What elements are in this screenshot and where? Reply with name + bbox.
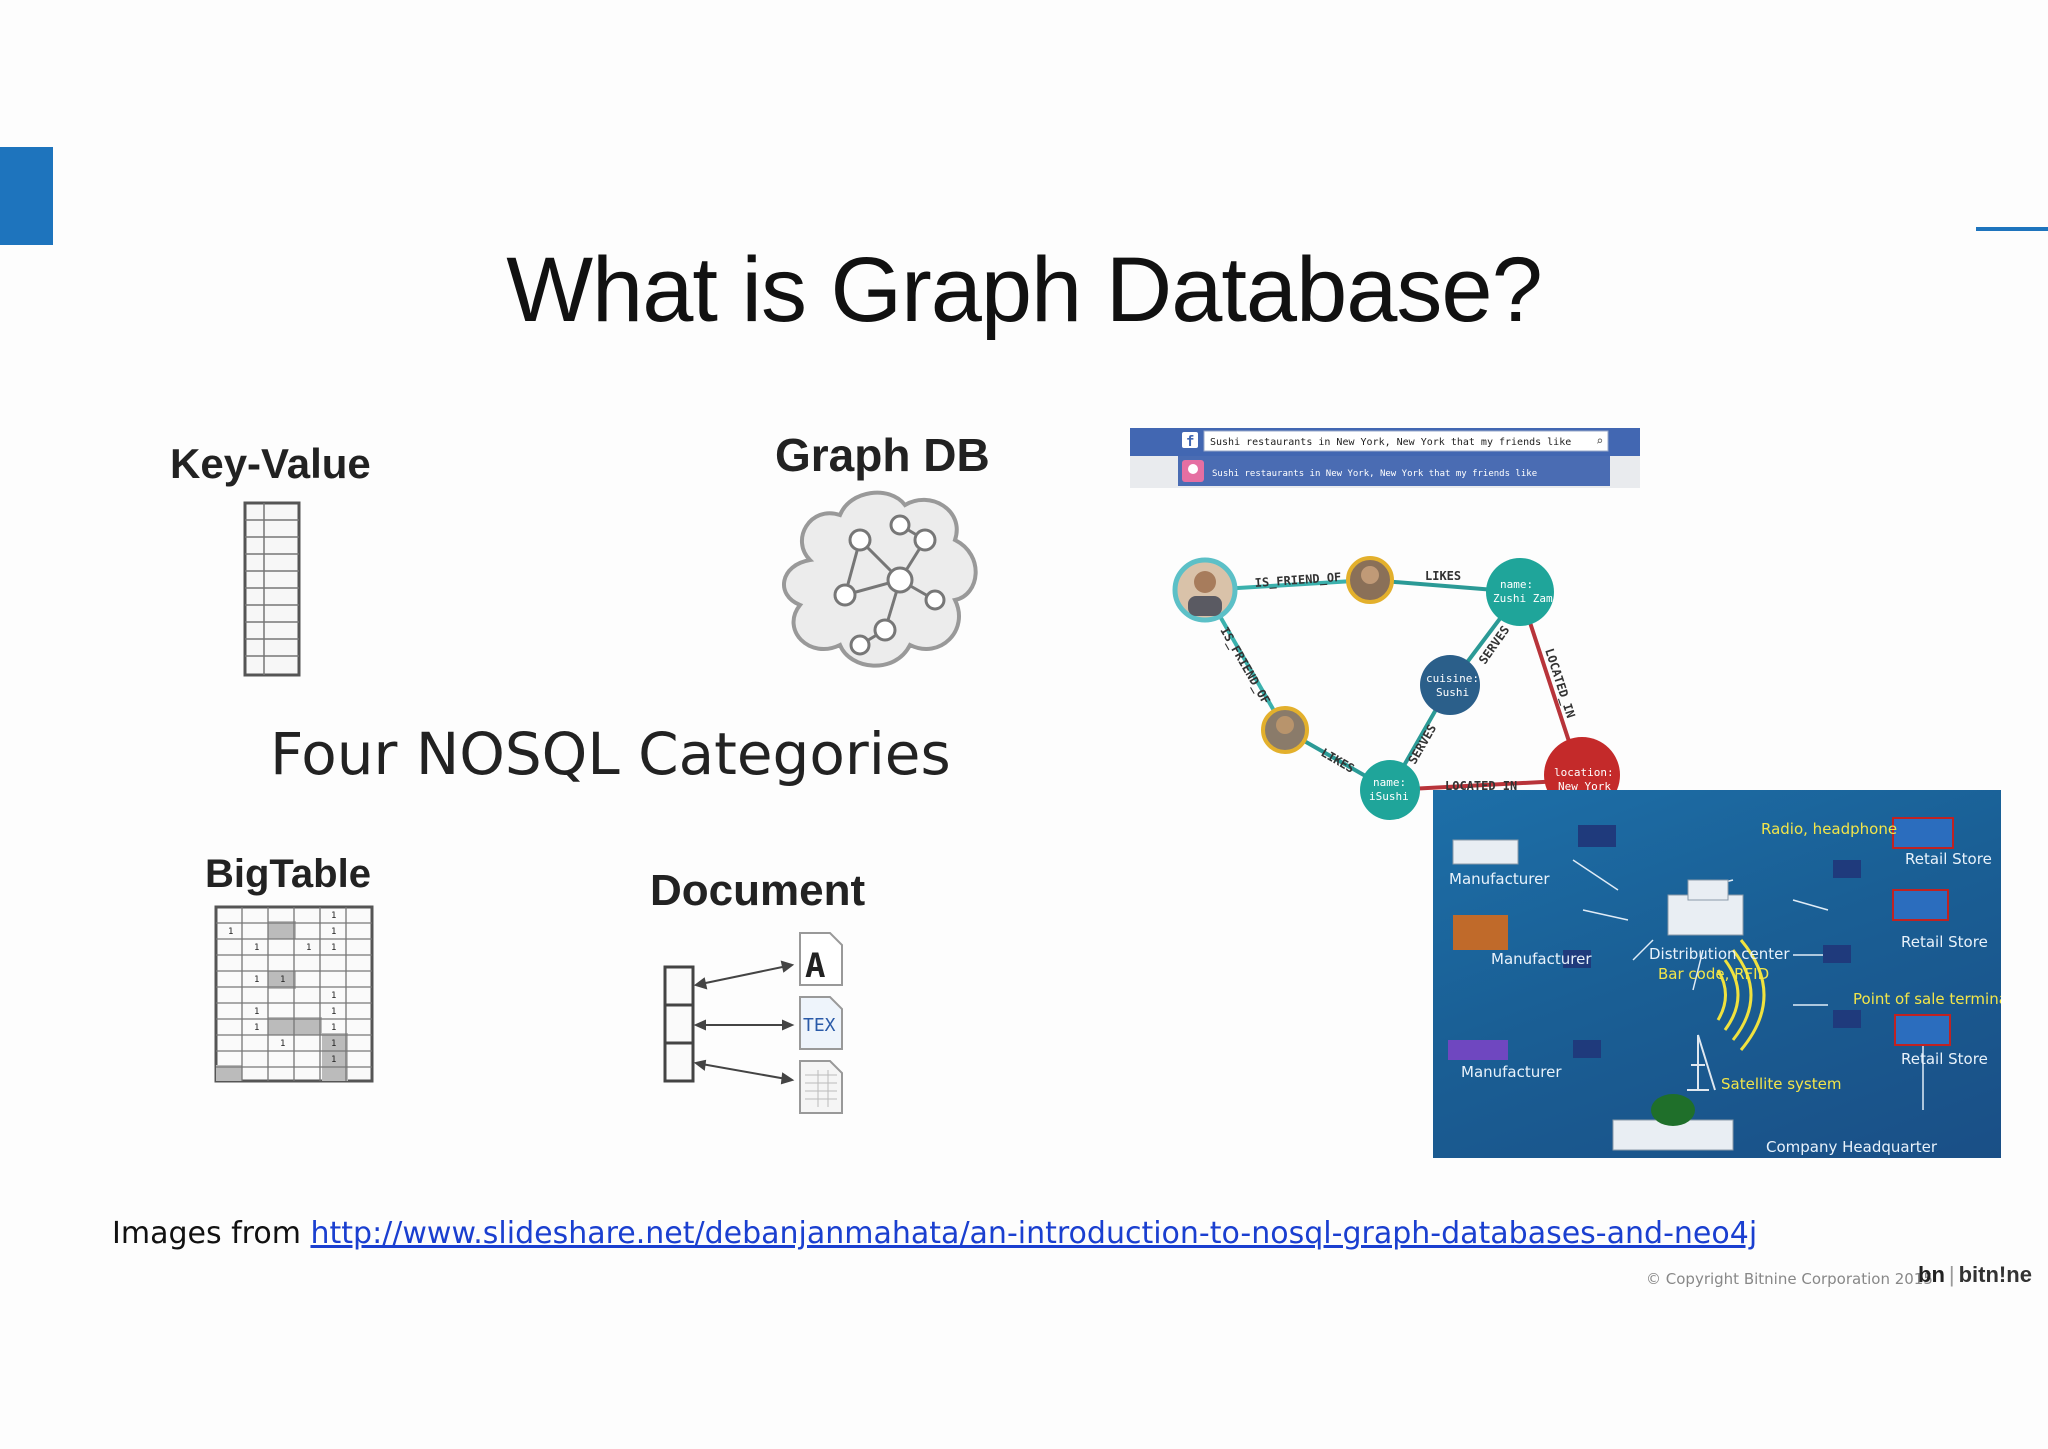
graph-db-label: Graph DB [775,429,990,481]
supply-label: Company Headquarter [1766,1138,1938,1156]
person-node [1261,706,1309,754]
facebook-search-suggestion: Sushi restaurants in New York, New York … [1212,469,1537,479]
node-text: Zushi Zam [1493,592,1553,605]
bigtable-cell: 1 [331,927,336,937]
bigtable-cell: 1 [331,943,336,953]
key-value-table-icon [243,501,301,677]
source-prefix: Images from [112,1216,311,1251]
bitnine-logo: bn|bitn!ne [1918,1262,2032,1287]
bigtable-cell: 1 [254,1007,259,1017]
supply-label: Retail Store [1901,933,1988,951]
bigtable-cell: 1 [280,975,285,985]
supply-label: Manufacturer [1491,950,1592,968]
person-node [1346,556,1394,604]
supply-label: Retail Store [1905,850,1992,868]
bigtable-cell: 1 [254,975,259,985]
copyright-text: © Copyright Bitnine Corporation 2015 [1646,1270,1933,1288]
image-source-note: Images from http://www.slideshare.net/de… [112,1216,1757,1251]
svg-text:f: f [1186,434,1194,450]
edge-label: IS_FRIEND_OF [1254,570,1342,591]
document-tex-icon: TEX [803,1015,836,1036]
supply-label: Manufacturer [1461,1063,1562,1081]
bigtable-cell: 1 [254,1023,259,1033]
accent-block [0,147,53,245]
node-text: name: [1500,578,1533,591]
social-graph-diagram: IS_FRIEND_OF LIKES IS_FRIEND_OF SERVES L… [1172,556,1620,820]
node-text: name: [1373,776,1406,789]
supply-label: Manufacturer [1449,870,1550,888]
supply-label: Retail Store [1901,1050,1988,1068]
source-link[interactable]: http://www.slideshare.net/debanjanmahata… [310,1216,1758,1251]
bigtable-cell: 1 [254,943,259,953]
edge-label: LIKES [1319,745,1357,775]
bigtable-cell: 1 [331,1055,336,1065]
supply-label: Point of sale terminal [1853,990,2001,1008]
node-text: cuisine: [1426,672,1479,685]
edge-label: SERVES [1405,722,1439,767]
nosql-categories-heading: Four NOSQL Categories [270,720,951,788]
node-text: Sushi [1436,686,1469,699]
supply-label: Satellite system [1721,1075,1842,1093]
bigtable-label: BigTable [205,852,371,896]
brand-name: bitn!ne [1958,1262,2032,1287]
supply-label: Radio, headphone [1761,820,1898,838]
bigtable-cell: 1 [331,1007,336,1017]
search-icon: ⌕ [1596,434,1603,448]
person-node [1172,557,1238,623]
edge-label: LIKES [1425,569,1461,583]
slide-title: What is Graph Database? [506,239,1543,341]
document-label: Document [650,866,866,915]
brand-mark: bn [1918,1262,1945,1287]
bigtable-cell: 1 [280,1039,285,1049]
supply-label: Distribution center [1649,945,1790,963]
supply-label: Bar code, RFID [1658,965,1770,983]
document-store-icon: A TEX [663,932,843,1114]
bigtable-cell: 1 [306,943,311,953]
bigtable-cell: 1 [228,927,233,937]
graph-cloud-icon [782,490,978,668]
document-sheet-icon [805,1070,837,1107]
key-value-label: Key-Value [170,440,371,487]
bigtable-grid-icon: 1 1 1 1 1 1 1 1 1 1 1 1 1 1 1 1 [214,905,374,1083]
facebook-search-bar: f Sushi restaurants in New York, New Yor… [1130,428,1640,488]
bigtable-cell: 1 [331,1039,336,1049]
bigtable-cell: 1 [331,1023,336,1033]
document-pdf-icon: A [805,946,825,986]
node-text: location: [1554,766,1614,779]
facebook-search-input: Sushi restaurants in New York, New York … [1210,437,1571,448]
supply-chain-image: Manufacturer Manufacturer Manufacturer R… [1433,790,2001,1158]
bigtable-cell: 1 [331,911,336,921]
node-text: New York [1558,780,1611,793]
accent-line [1976,227,2048,231]
node-text: iSushi [1369,790,1409,803]
edge-label: IS_FRIEND_OF [1217,625,1273,708]
bigtable-cell: 1 [331,991,336,1001]
